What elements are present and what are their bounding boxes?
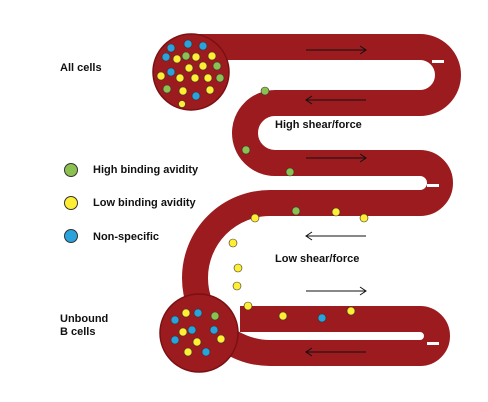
cell-high-avidity xyxy=(291,206,301,216)
legend-label-low-avidity: Low binding avidity xyxy=(93,197,196,209)
serpentine-channel xyxy=(182,34,461,366)
cell-nonspecific xyxy=(198,41,208,51)
cell-high-avidity xyxy=(285,167,295,177)
unbound-cells-group xyxy=(170,308,226,357)
cell-low-avidity xyxy=(172,54,182,64)
cell-nonspecific xyxy=(187,325,197,335)
cell-low-avidity xyxy=(228,238,238,248)
cell-nonspecific xyxy=(183,39,193,49)
cell-low-avidity xyxy=(178,100,186,108)
legend-swatch-low-avidity xyxy=(64,196,78,210)
cell-low-avidity xyxy=(207,51,217,61)
cell-low-avidity xyxy=(175,73,185,83)
legend-swatch-high-avidity xyxy=(64,163,78,177)
cell-nonspecific xyxy=(201,347,211,357)
valve-marker xyxy=(427,342,439,345)
flow-arrows xyxy=(305,45,367,357)
cell-low-avidity xyxy=(243,301,253,311)
cell-high-avidity xyxy=(162,84,172,94)
cell-low-avidity xyxy=(181,308,191,318)
cell-nonspecific xyxy=(170,315,180,325)
cell-low-avidity xyxy=(178,86,188,96)
all-cells-label: All cells xyxy=(60,62,102,74)
cell-high-avidity xyxy=(181,51,191,61)
flow-arrow-left xyxy=(305,231,366,241)
low-shear-label: Low shear/force xyxy=(275,253,360,265)
cell-nonspecific xyxy=(209,325,219,335)
legend-label-nonspecific: Non-specific xyxy=(93,231,160,243)
cell-high-avidity xyxy=(260,86,270,96)
cell-low-avidity xyxy=(191,52,201,62)
unbound-label: Unbound xyxy=(60,313,109,325)
cell-low-avidity xyxy=(233,263,243,273)
cell-high-avidity xyxy=(215,73,225,83)
cell-nonspecific xyxy=(317,313,327,323)
cell-low-avidity xyxy=(331,207,341,217)
all-cells-group xyxy=(156,39,225,108)
cell-low-avidity xyxy=(216,334,226,344)
high-shear-cells xyxy=(241,86,295,177)
cell-nonspecific xyxy=(170,335,180,345)
cell-low-avidity xyxy=(232,281,242,291)
cell-low-avidity xyxy=(183,347,193,357)
cell-nonspecific xyxy=(166,67,176,77)
cell-low-avidity xyxy=(359,213,369,223)
cell-low-avidity xyxy=(190,73,200,83)
flow-arrow-right xyxy=(306,45,367,55)
b-cells-label: B cells xyxy=(60,326,96,338)
cell-low-avidity xyxy=(178,327,188,337)
valve-marker xyxy=(432,60,444,63)
cell-low-avidity xyxy=(192,337,202,347)
cell-low-avidity xyxy=(184,63,194,73)
cell-high-avidity xyxy=(241,145,251,155)
cell-nonspecific xyxy=(161,52,171,62)
cell-high-avidity xyxy=(210,311,220,321)
cell-low-avidity xyxy=(203,73,213,83)
flow-arrow-right xyxy=(306,286,367,296)
flow-arrow-left xyxy=(305,347,366,357)
flow-arrow-left xyxy=(305,95,366,105)
cell-low-avidity xyxy=(346,306,356,316)
legend-label-high-avidity: High binding avidity xyxy=(93,164,199,176)
cell-low-avidity xyxy=(156,71,166,81)
low-shear-cells xyxy=(228,206,369,323)
cell-nonspecific xyxy=(193,308,203,318)
cell-low-avidity xyxy=(198,61,208,71)
unbound-cells-reservoir xyxy=(159,293,239,373)
cell-low-avidity xyxy=(250,213,260,223)
cell-low-avidity xyxy=(205,85,215,95)
cell-high-avidity xyxy=(212,61,222,71)
cell-low-avidity xyxy=(278,311,288,321)
cell-nonspecific xyxy=(191,91,201,101)
high-shear-label: High shear/force xyxy=(275,119,362,131)
flow-arrow-right xyxy=(306,153,367,163)
cell-nonspecific xyxy=(166,43,176,53)
valve-marker xyxy=(427,184,439,187)
legend-swatch-nonspecific xyxy=(64,229,78,243)
